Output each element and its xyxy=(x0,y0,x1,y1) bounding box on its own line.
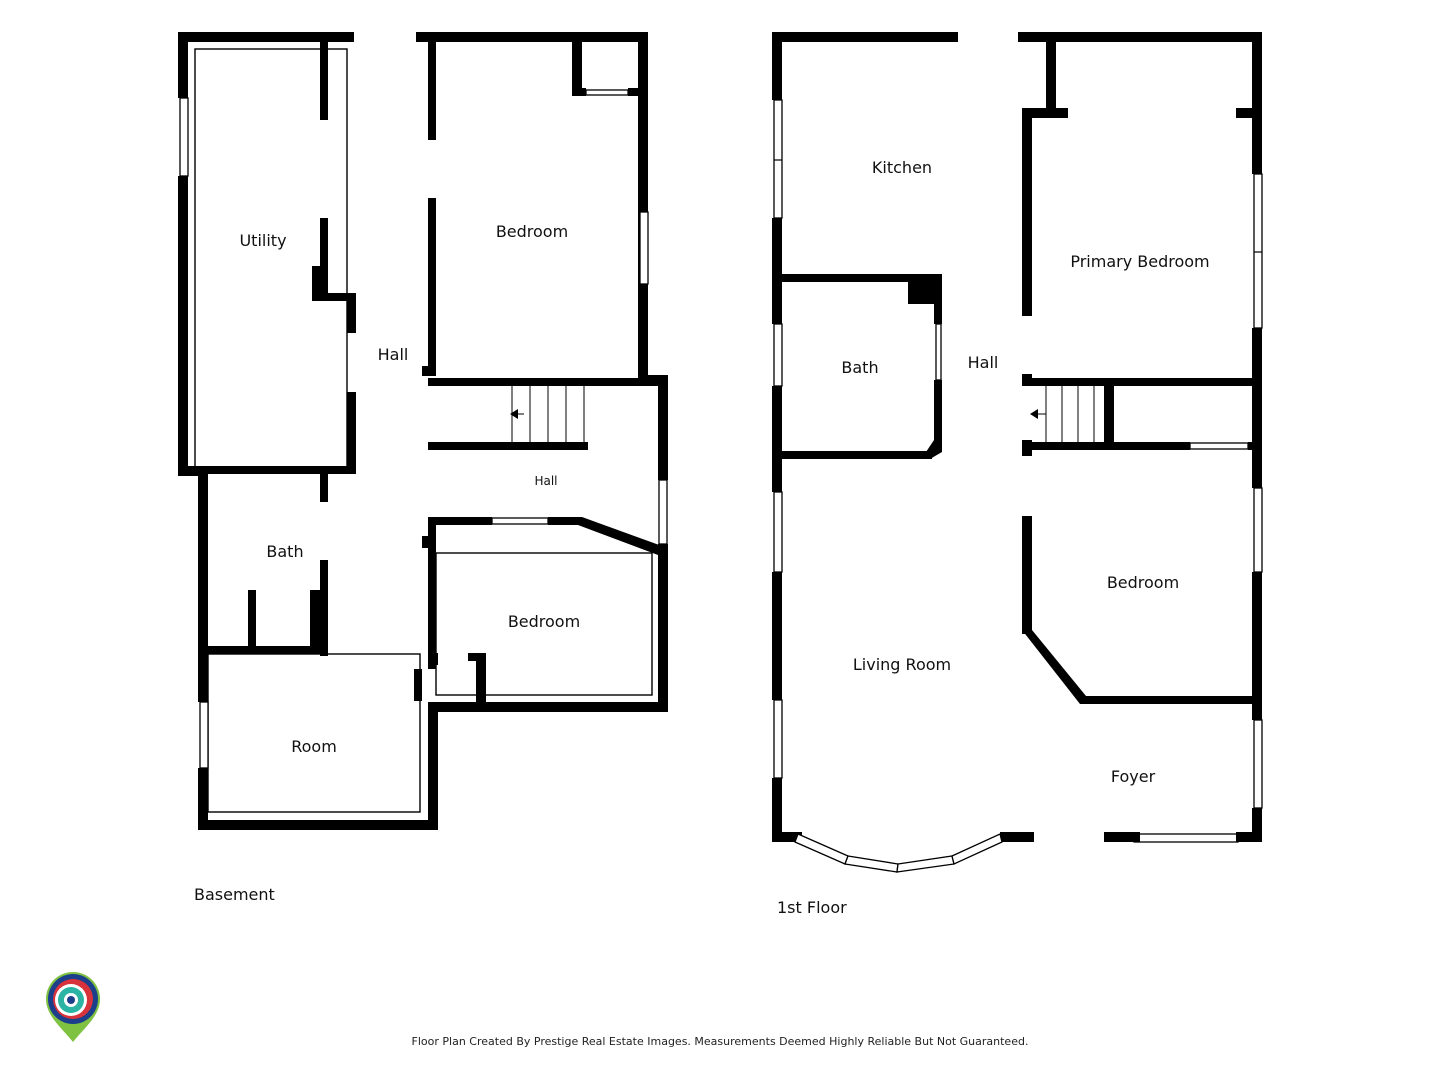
camera-pin-icon xyxy=(46,972,100,1042)
room-label-first-floor-hall: Hall xyxy=(968,353,999,372)
room-label-room: Room xyxy=(291,737,337,756)
room-label-utility: Utility xyxy=(239,231,286,250)
room-label-basement-bath: Bath xyxy=(266,542,303,561)
room-label-basement-hall: Hall xyxy=(378,345,409,364)
room-label-basement-hall-small: Hall xyxy=(534,474,557,488)
room-label-primary-bedroom: Primary Bedroom xyxy=(1070,252,1209,271)
first-floor-plan xyxy=(772,32,1263,873)
room-label-first-floor-bedroom: Bedroom xyxy=(1107,573,1179,592)
room-label-basement-bedroom-lower: Bedroom xyxy=(508,612,580,631)
basement-plan xyxy=(178,32,668,830)
caption-first-floor: 1st Floor xyxy=(777,898,847,917)
room-label-first-floor-bath: Bath xyxy=(841,358,878,377)
room-label-living-room: Living Room xyxy=(853,655,951,674)
footer-disclaimer: Floor Plan Created By Prestige Real Esta… xyxy=(411,1035,1029,1048)
room-label-foyer: Foyer xyxy=(1111,767,1156,786)
room-label-basement-bedroom-top: Bedroom xyxy=(496,222,568,241)
caption-basement: Basement xyxy=(194,885,275,904)
room-label-kitchen: Kitchen xyxy=(872,158,932,177)
